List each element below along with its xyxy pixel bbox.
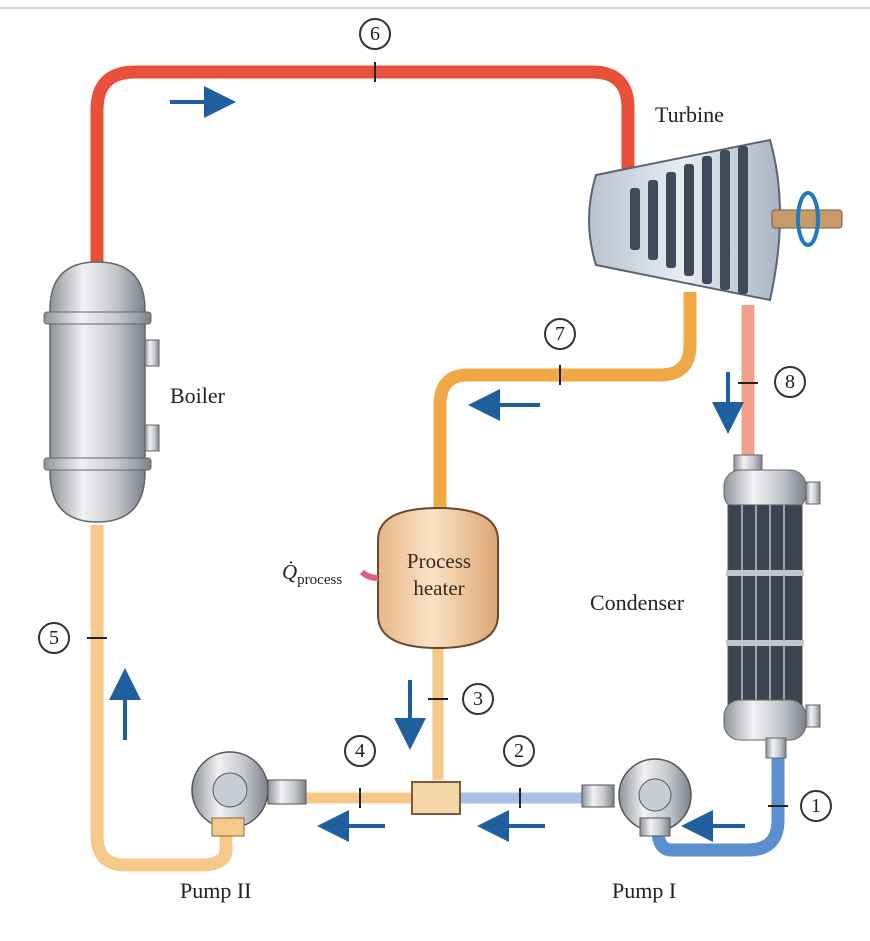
- q-symbol: Q̇: [282, 560, 298, 584]
- q-subscript: process: [297, 572, 343, 589]
- pump-2: [191, 751, 307, 837]
- turbine-label: Turbine: [655, 102, 724, 127]
- process-heater-line-2: heater: [413, 576, 465, 600]
- process-heater-label: Process heater: [384, 548, 494, 602]
- process-heater: [359, 506, 499, 650]
- boiler: [43, 261, 160, 523]
- pump-1: [581, 758, 692, 837]
- flow-arrows: [109, 86, 745, 842]
- state-marker-3: 3: [462, 683, 494, 715]
- process-heater-line-1: Process: [406, 549, 472, 573]
- pipe-condensate-1: [651, 755, 785, 857]
- rotation-arrow-icon: [796, 191, 820, 247]
- heat-out-arrow-icon: [359, 569, 379, 581]
- state-marker-7: 7: [544, 318, 576, 350]
- state-marker-6: 6: [359, 18, 391, 50]
- state-marker-2: 2: [503, 735, 535, 767]
- state-ticks: [87, 62, 788, 808]
- pipe-superheated-6: [90, 65, 635, 268]
- pipe-extraction-7: [433, 292, 697, 510]
- process-heat-label: Q̇process: [282, 560, 342, 589]
- pump-2-label: Pump II: [180, 878, 252, 903]
- turbine: [588, 138, 843, 302]
- state-marker-8: 8: [774, 366, 806, 398]
- pump-1-label: Pump I: [612, 878, 677, 903]
- boiler-label: Boiler: [170, 383, 225, 408]
- state-marker-5: 5: [38, 622, 70, 654]
- condenser-label: Condenser: [590, 590, 685, 615]
- pipe-pump2-to-boiler-5: [90, 525, 233, 872]
- mixing-chamber: [411, 781, 461, 815]
- condenser: [723, 454, 821, 759]
- turbine-blades: [630, 146, 748, 294]
- state-marker-4: 4: [344, 735, 376, 767]
- state-marker-1: 1: [800, 790, 832, 822]
